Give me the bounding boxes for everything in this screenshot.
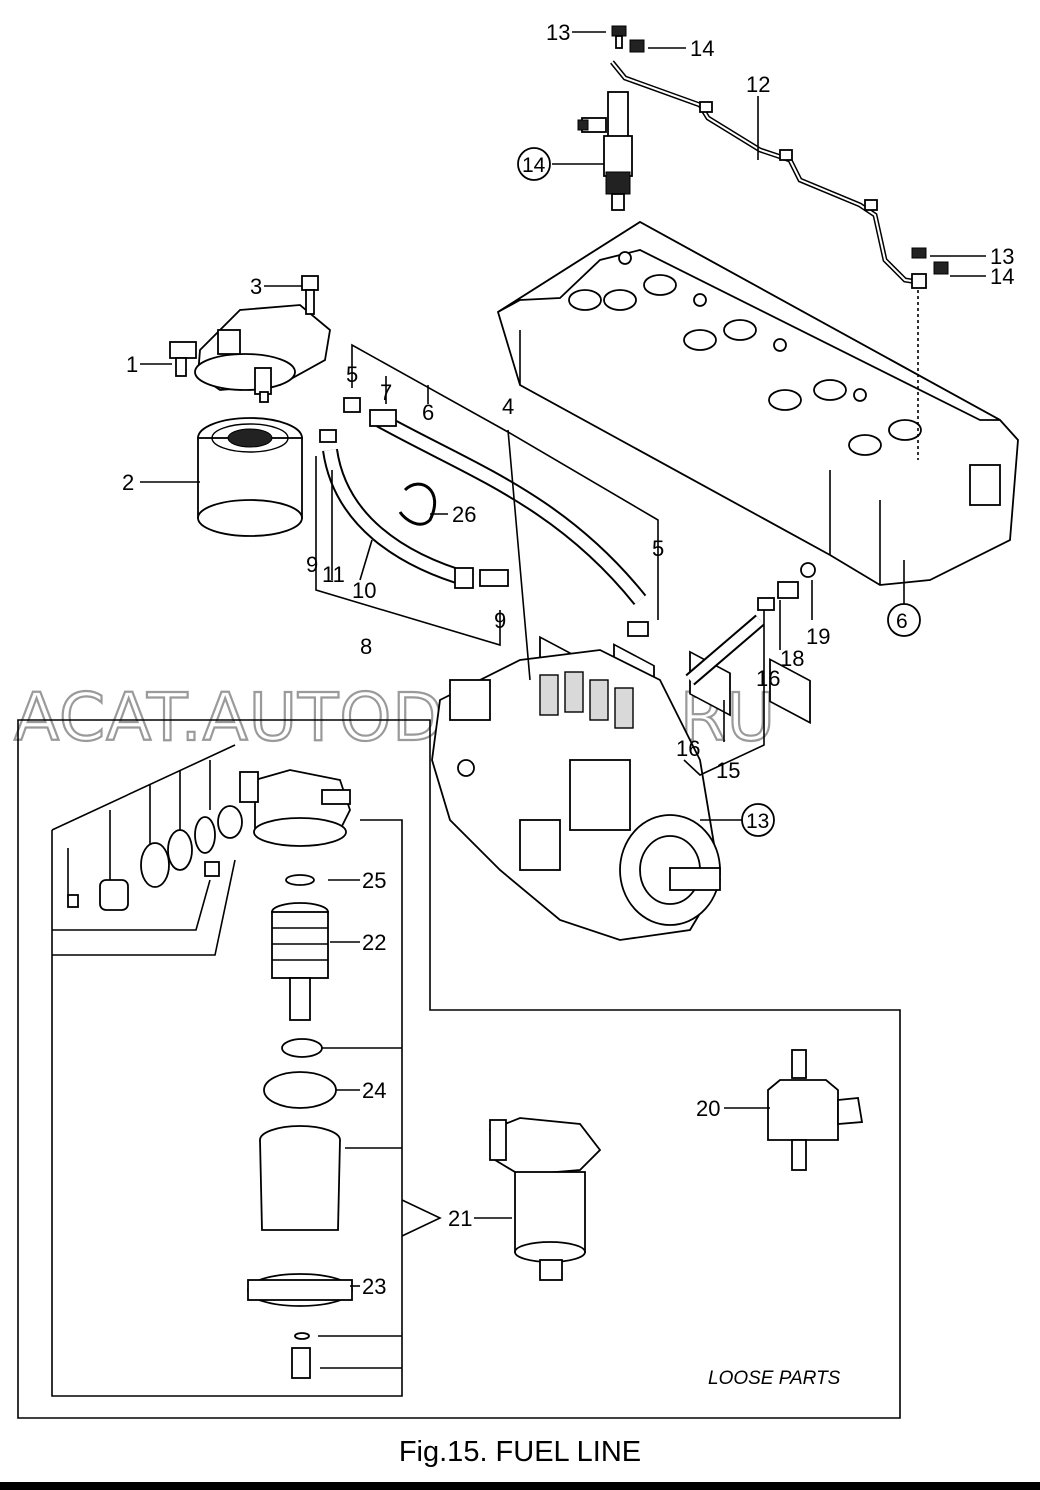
callout-7: 7 [380,380,392,405]
callout-16: 16 [756,666,780,691]
callout-6-circled: 6 [896,610,908,633]
callout-8: 8 [360,634,372,659]
callout-19: 19 [806,624,830,649]
cylinder-head [496,220,1019,725]
bolt-3 [301,275,319,315]
callout-4: 4 [502,394,514,419]
callout-14: 14 [690,36,714,61]
filter-head-exploded [67,769,351,911]
filter-element-22 [271,874,329,1021]
callout-25: 25 [362,868,386,893]
callout-23: 23 [362,1274,386,1299]
callout-10: 10 [352,578,376,603]
circled-callouts [517,147,921,837]
callout-1: 1 [126,352,138,377]
callout-26: 26 [452,502,476,527]
bottom-border [0,1482,1040,1490]
figure-caption: Fig.15. FUEL LINE [398,1436,642,1468]
callout-5: 5 [346,362,358,387]
callout-3: 3 [250,274,262,299]
callout-24: 24 [362,1078,386,1103]
callout-13: 13 [546,20,570,45]
callout-18: 18 [780,646,804,671]
injection-pump [431,649,721,941]
callout-9: 9 [494,608,506,633]
callout-14: 14 [990,264,1014,289]
fuel-injector [577,91,633,211]
callout-15: 15 [716,758,740,783]
filter-cup [247,1125,353,1379]
fuel-filter-assembly-21 [488,1117,602,1281]
callout-2: 2 [122,470,134,495]
callout-11: 11 [322,562,345,587]
callout-21: 21 [448,1206,472,1231]
callout-13: 13 [990,244,1014,269]
callout-labels: 13 14 12 14 13 14 3 1 5 7 6 4 2 26 9 11 … [122,20,1014,1299]
callout-13-circled: 13 [746,810,769,833]
callout-6: 6 [422,400,434,425]
callout-9: 9 [306,552,318,577]
callout-20: 20 [696,1096,720,1121]
callout-12: 12 [746,72,770,97]
callout-16: 16 [676,736,700,761]
callout-5: 5 [652,536,664,561]
injection-pipe [610,60,919,285]
callout-22: 22 [362,930,386,955]
fuel-pump-20 [767,1049,864,1171]
fuel-filter-cartridge [197,417,303,537]
loose-parts-label: LOOSE PARTS [708,1368,841,1389]
leader-lines [140,31,986,1287]
fuel-filter-head [169,304,331,403]
loose-parts-frame [17,719,901,1419]
callout-14-circled: 14 [522,154,546,177]
banjo-bolt-top [611,25,949,289]
seal-rings [263,1038,337,1109]
